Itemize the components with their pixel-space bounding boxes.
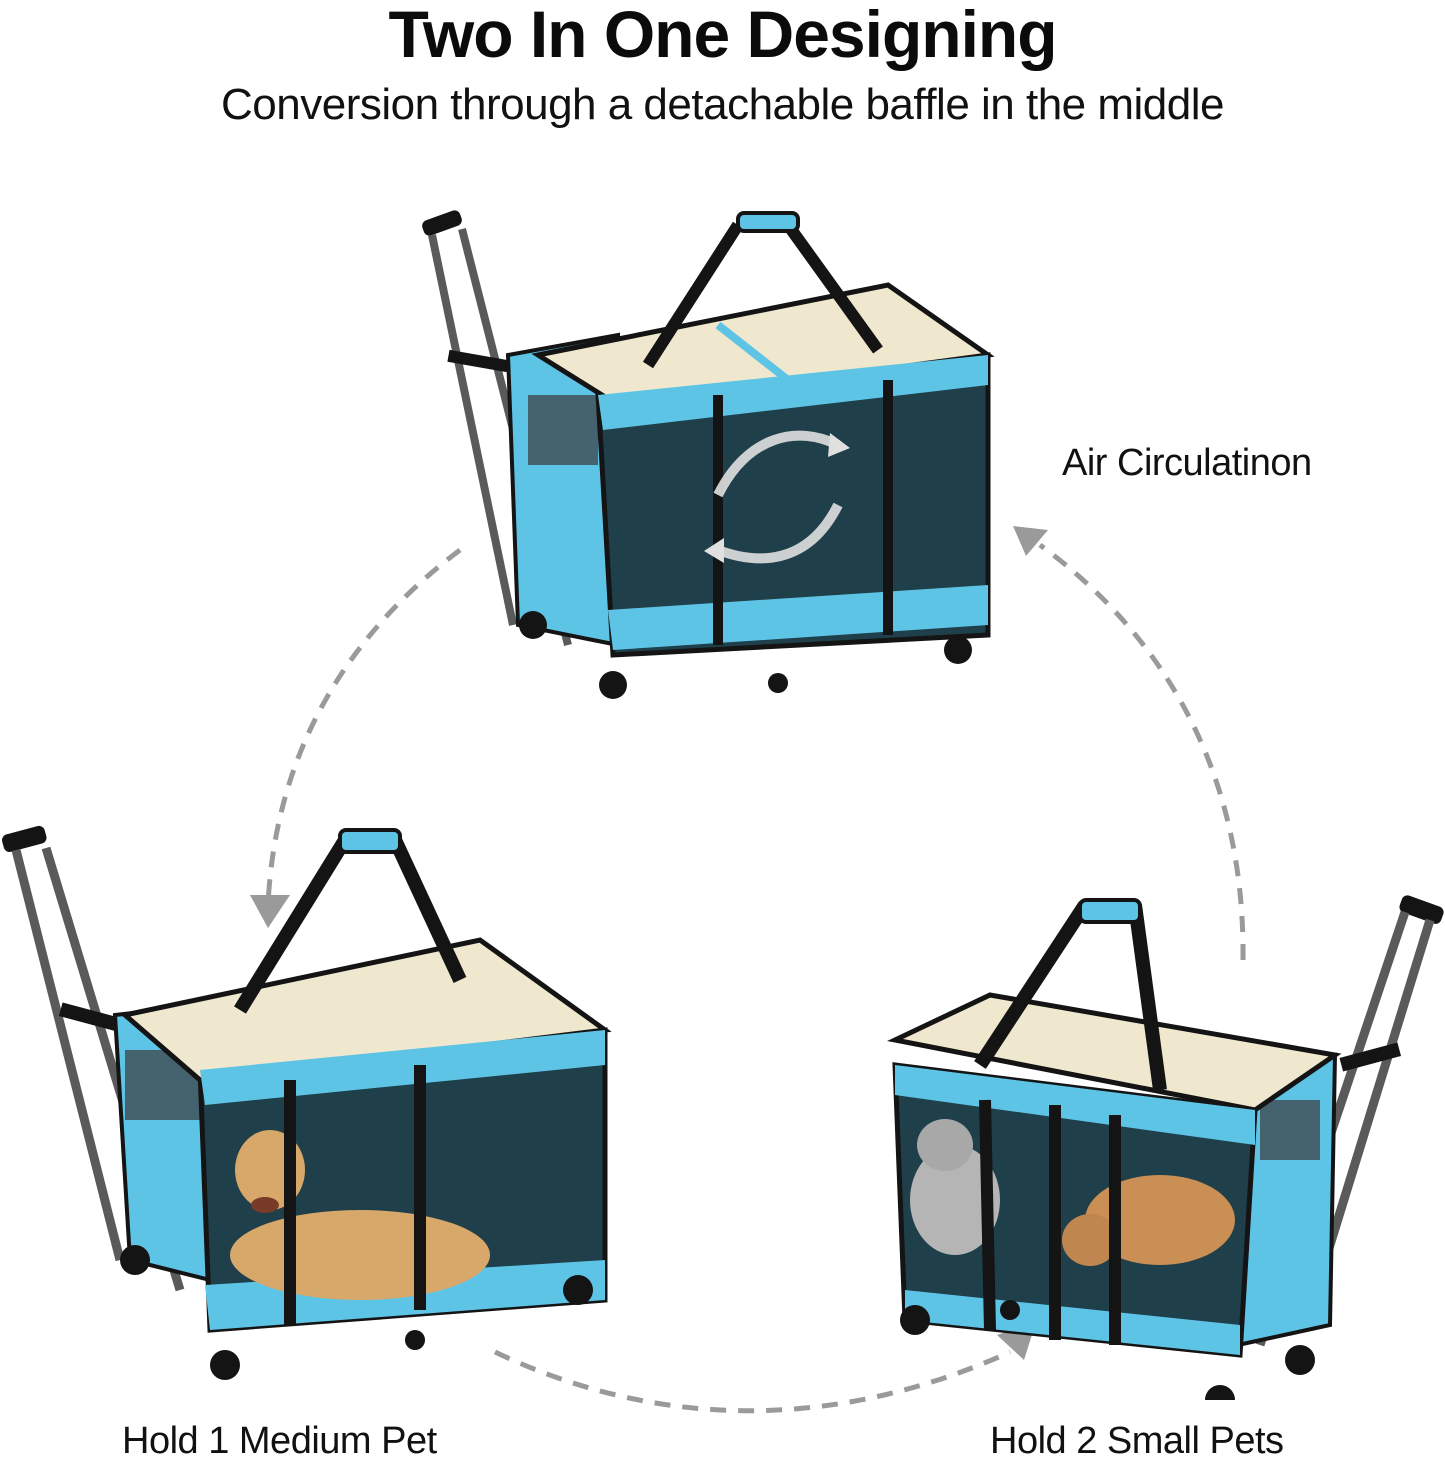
page-title: Two In One Designing xyxy=(388,0,1057,71)
airflow-arrows-icon xyxy=(713,430,843,564)
caption-hold-small-pets: Hold 2 Small Pets xyxy=(990,1420,1284,1462)
wheels-icon xyxy=(519,611,972,699)
wheels-icon xyxy=(900,1300,1315,1400)
arrow-left-to-right xyxy=(493,1349,1012,1414)
arrowhead-top xyxy=(1013,526,1048,556)
page-subtitle: Conversion through a detachable baffle i… xyxy=(221,80,1225,129)
caption-hold-medium-pet: Hold 1 Medium Pet xyxy=(122,1420,437,1462)
carrier-medium-pet-image xyxy=(2,825,612,1380)
wheels-icon xyxy=(120,1245,593,1380)
arrowhead-left xyxy=(250,895,290,928)
carrier-air-circulation-image xyxy=(422,210,995,699)
caption-air-circulation: Air Circulatinon xyxy=(1062,442,1312,484)
cat-icon xyxy=(910,1119,1000,1255)
cat-icon xyxy=(1062,1175,1235,1266)
carrier-two-small-pets-image xyxy=(887,895,1444,1400)
arrow-top-to-left xyxy=(265,548,462,906)
